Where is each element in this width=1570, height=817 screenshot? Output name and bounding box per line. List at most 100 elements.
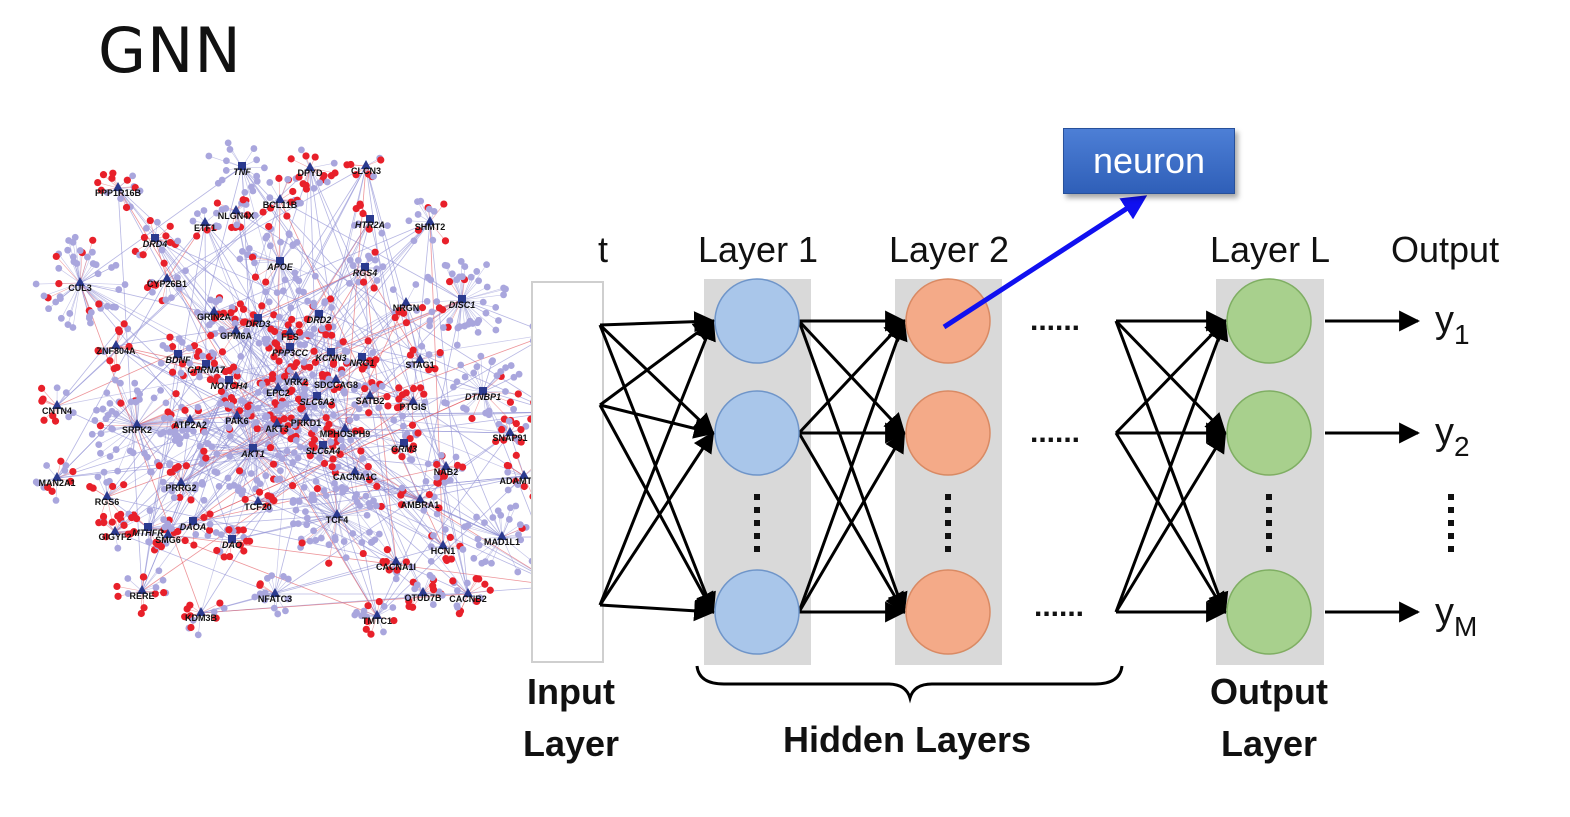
graph-leaf-node (506, 398, 515, 406)
graph-node (52, 497, 60, 504)
graph-leaf-node (287, 198, 295, 206)
graph-leaf-node (402, 389, 410, 397)
graph-leaf-node (328, 430, 336, 438)
graph-leaf-node (406, 351, 415, 359)
graph-edge (265, 261, 281, 292)
graph-edge (336, 514, 376, 540)
graph-node (325, 375, 333, 383)
graph-node (421, 398, 429, 406)
graph-node (289, 459, 297, 466)
graph-node (277, 467, 284, 475)
graph-edge (116, 586, 143, 592)
graph-node (117, 379, 124, 387)
graph-edge (141, 570, 160, 592)
graph-node (56, 293, 64, 301)
graph-node (330, 411, 337, 419)
graph-node (131, 379, 139, 387)
graph-edge (79, 282, 126, 285)
graph-node (243, 327, 250, 335)
graph-edge (456, 381, 484, 393)
graph-edge (106, 496, 397, 563)
graph-edge (69, 282, 81, 314)
graph-edge (180, 482, 203, 484)
graph-edge (117, 187, 168, 280)
graph-node (502, 388, 509, 395)
graph-edge (279, 261, 304, 293)
graph-edge (47, 282, 81, 299)
graph-leaf-node (229, 363, 238, 371)
graph-leaf-node (217, 387, 226, 396)
graph-leaf-node (94, 347, 103, 355)
graph-node (266, 194, 274, 202)
graph-node (281, 276, 289, 284)
graph-edge (252, 448, 272, 497)
graph-leaf-node (395, 384, 403, 392)
graph-node (262, 339, 270, 347)
graph-leaf-node (391, 447, 399, 455)
graph-edge (501, 536, 519, 573)
graph-leaf-node (57, 457, 65, 465)
graph-leaf-node (193, 352, 201, 360)
graph-node (284, 176, 292, 183)
graph-edge (189, 419, 233, 541)
graph-leaf-node (302, 152, 310, 160)
graph-edge (344, 428, 511, 434)
graph-node (290, 449, 298, 457)
graph-edge (74, 237, 81, 284)
graph-edge (471, 391, 484, 419)
graph-node (268, 429, 276, 437)
graph-node (266, 242, 274, 250)
output-layer-label-line2: Layer (1221, 723, 1317, 764)
graph-node (311, 272, 319, 280)
graph-node (112, 410, 120, 418)
graph-node (456, 273, 463, 281)
graph-node (353, 414, 360, 421)
graph-leaf-node (106, 357, 114, 365)
graph-node (157, 359, 165, 367)
graph-edge (446, 265, 463, 301)
graph-edge (417, 201, 431, 223)
graph-edge (279, 261, 424, 594)
graph-leaf-node (270, 353, 278, 361)
graph-node (429, 236, 437, 244)
graph-leaf-node (55, 279, 63, 288)
graph-node (243, 411, 251, 418)
graph-node (378, 382, 386, 390)
graph-leaf-node (322, 331, 330, 339)
graph-edge (482, 391, 500, 425)
graph-edge (136, 385, 252, 426)
graph-node (177, 369, 185, 377)
graph-leaf-node (498, 425, 506, 434)
graph-node (457, 361, 465, 369)
graph-node (453, 378, 461, 386)
graph-leaf-node (267, 204, 275, 212)
graph-node (66, 310, 74, 317)
graph-leaf-node (436, 349, 444, 357)
graph-edge (211, 446, 254, 450)
graph-leaf-node (310, 443, 318, 452)
graph-edge (484, 522, 503, 538)
graph-edge (94, 420, 138, 426)
graph-edge (79, 264, 97, 284)
graph-node (132, 398, 140, 406)
graph-node (275, 313, 283, 321)
graph-edge (265, 261, 281, 283)
graph-edge (161, 278, 168, 301)
graph-edge (482, 391, 514, 410)
graph-node (111, 376, 119, 384)
graph-leaf-node (213, 199, 221, 207)
graph-node (114, 467, 122, 475)
graph-edge (115, 379, 138, 426)
graph-node (121, 281, 129, 288)
layer2-node-1 (905, 278, 991, 364)
graph-node (175, 284, 183, 292)
graph-edge (147, 380, 230, 529)
graph-node (450, 383, 457, 391)
graph-leaf-node (280, 372, 289, 381)
graph-node (176, 418, 184, 426)
graph-node (226, 146, 234, 153)
graph-node (200, 207, 208, 214)
graph-edge (461, 299, 480, 321)
graph-leaf-node (40, 416, 48, 424)
